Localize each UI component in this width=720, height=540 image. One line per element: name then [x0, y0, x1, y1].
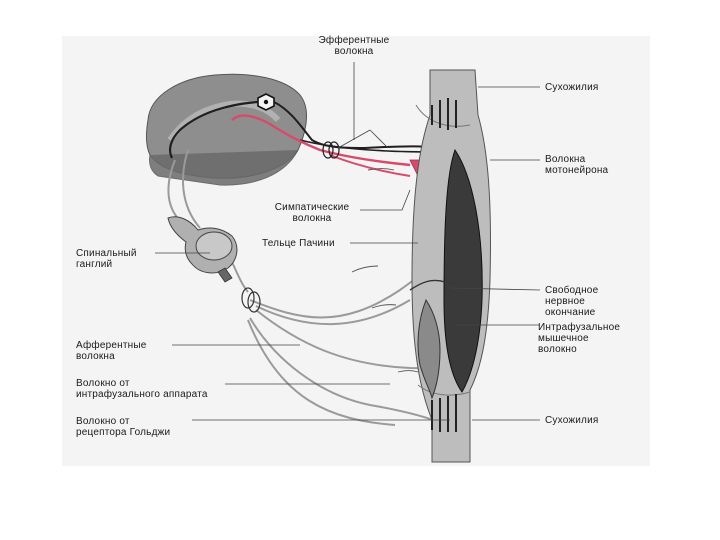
muscle — [412, 70, 491, 462]
label-afferent-fibers: Афферентные волокна — [76, 340, 147, 362]
label-efferent-fibers: Эфферентные волокна — [308, 35, 400, 57]
label-pacini: Тельце Пачини — [262, 238, 335, 249]
label-intrafusal-apparatus-fiber: Волокно от интрафузального аппарата — [76, 378, 208, 400]
label-golgi-fiber: Волокно от рецептора Гольджи — [76, 416, 170, 438]
label-intrafusal-fiber: Интрафузальное мышечное волокно — [538, 322, 620, 355]
label-tendon-bottom-text: Сухожилия — [545, 415, 598, 426]
label-golgi-line2: рецептора Гольджи — [76, 427, 170, 438]
motoneuron-body-icon — [258, 94, 274, 110]
spinal-cord — [146, 74, 306, 185]
label-afferent-line1: Афферентные — [76, 340, 147, 351]
label-intrafusal-line3: волокно — [538, 344, 620, 355]
label-efferent-line2: волокна — [308, 46, 400, 57]
label-sympathetic-fibers: Симпатические волокна — [262, 202, 362, 224]
label-motoneuron-fibers: Волокна мотонейрона — [545, 154, 608, 176]
ganglion-icon — [168, 217, 237, 282]
label-motoneuron-line1: Волокна — [545, 154, 608, 165]
label-afferent-line2: волокна — [76, 351, 147, 362]
label-free-ending-line2: нервное — [545, 296, 598, 307]
label-efferent-line1: Эфферентные — [308, 35, 400, 46]
direction-arrows — [352, 169, 418, 373]
label-tendon-top-text: Сухожилия — [545, 82, 598, 93]
label-tendon-bottom: Сухожилия — [545, 415, 598, 426]
label-golgi-line1: Волокно от — [76, 416, 170, 427]
label-free-ending-line3: окончание — [545, 307, 598, 318]
label-tendon-top: Сухожилия — [545, 82, 598, 93]
label-apparatus-line2: интрафузального аппарата — [76, 389, 208, 400]
label-motoneuron-line2: мотонейрона — [545, 165, 608, 176]
label-sympathetic-line1: Симпатические — [262, 202, 362, 213]
label-ganglion-line2: ганглий — [76, 259, 137, 270]
label-apparatus-line1: Волокно от — [76, 378, 208, 389]
label-spinal-ganglion: Спинальный ганглий — [76, 248, 137, 270]
label-free-ending: Свободное нервное окончание — [545, 285, 598, 318]
label-intrafusal-line2: мышечное — [538, 333, 620, 344]
label-free-ending-line1: Свободное — [545, 285, 598, 296]
label-pacini-text: Тельце Пачини — [262, 238, 335, 249]
label-ganglion-line1: Спинальный — [76, 248, 137, 259]
label-sympathetic-line2: волокна — [262, 213, 362, 224]
label-intrafusal-line1: Интрафузальное — [538, 322, 620, 333]
